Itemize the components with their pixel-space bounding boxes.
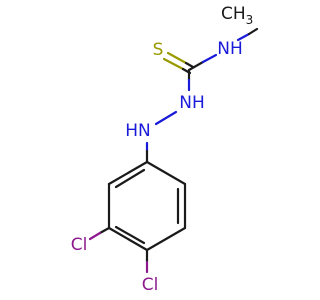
atom-label-nh-top: NH [217,39,243,59]
ring-inner-2 [114,225,146,245]
atom-label-ch3: CH3 [221,4,253,27]
bonds [88,27,259,274]
ring-bond-1 [145,160,187,186]
ring-bond-6 [107,160,149,186]
bond-nhtop-ch3-blue [236,32,251,42]
bond-c-nhtop-blue [201,53,218,64]
atom-label-s: S [153,40,164,60]
bond-c-nhtop-dark [187,60,205,72]
ring-bond-4 [107,226,149,252]
bond-nhtop-ch3-dark [247,27,259,36]
bond-c-s-a [162,57,185,71]
atom-labels: S NH CH3 NH HN Cl Cl [71,4,254,295]
atom-label-cl-left: Cl [71,235,88,255]
ch3-subscript: 3 [246,13,254,27]
atom-label-hn-left: HN [125,121,151,141]
bond-ring-clleft-dark [98,226,111,235]
bond-c-s-b [166,51,188,65]
atom-label-cl-bottom: Cl [142,275,159,295]
ring-inner-3 [114,168,146,189]
atom-label-nh-mid: NH [179,93,205,113]
bond-ring-clleft-purple [88,231,102,241]
benzene-ring [107,160,187,252]
molecule-structure: S NH CH3 NH HN Cl Cl [71,4,259,295]
ring-bond-3 [145,226,187,252]
bond-c-s-b-dark [184,61,195,69]
ch3-main: CH [221,4,246,24]
bond-nhmid-hnleft [154,110,178,126]
